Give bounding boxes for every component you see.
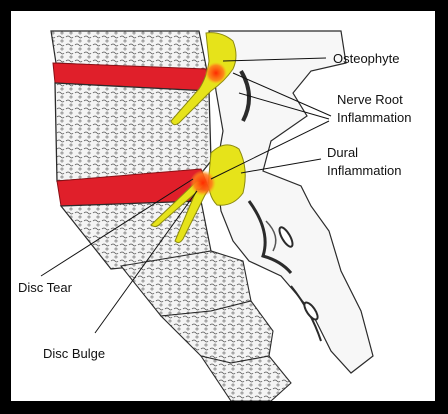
label-disc-bulge: Disc Bulge <box>43 345 105 362</box>
label-dural-line2: Inflammation <box>327 162 401 179</box>
sacral-segment-3 <box>201 356 291 401</box>
label-nerve-root-line1: Nerve Root <box>337 91 403 108</box>
diagram-frame: Osteophyte Nerve Root Inflammation Dural… <box>11 11 435 401</box>
label-osteophyte: Osteophyte <box>333 50 400 67</box>
middle-vertebral-body <box>55 83 211 181</box>
label-dural-line1: Dural <box>327 144 358 161</box>
dural-sac <box>209 145 246 205</box>
upper-inflammation <box>205 62 227 84</box>
lower-inflammation <box>190 170 216 196</box>
label-disc-tear: Disc Tear <box>18 279 72 296</box>
label-nerve-root-line2: Inflammation <box>337 109 411 126</box>
spine-illustration <box>11 11 435 401</box>
